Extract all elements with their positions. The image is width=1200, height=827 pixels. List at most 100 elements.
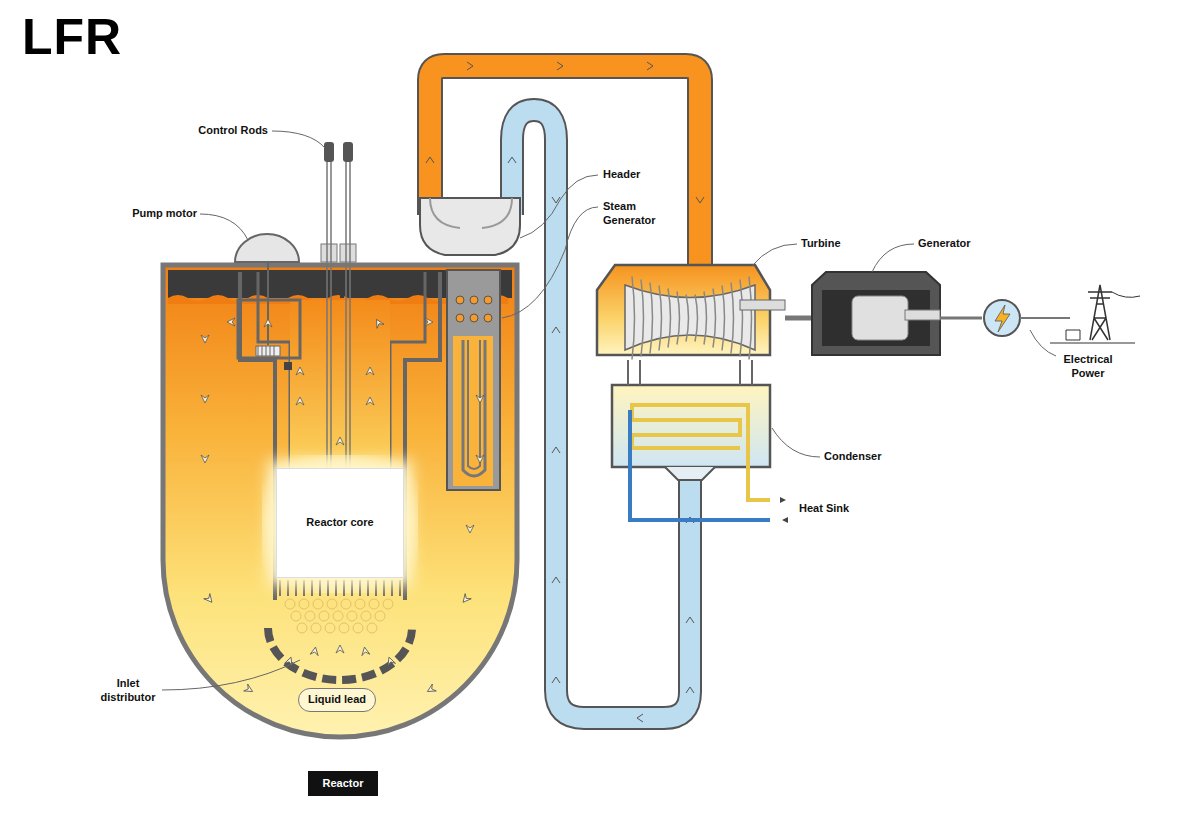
part-label: Pump motor [132,207,197,221]
flow-arrow [425,318,433,326]
reactor-label-box: Reactor [308,771,378,796]
flow-hole [375,611,385,621]
flow-hole [313,599,323,609]
pipe-flow-arrow [557,62,563,70]
flow-arrow [460,594,471,605]
turbine-blade [677,292,680,345]
part-label: Header [603,168,640,182]
flow-arrow [296,367,304,375]
flow-arrow [366,397,374,405]
pipe-flow-arrow [467,62,473,70]
flow-hole [305,611,315,621]
flow-hole [299,599,309,609]
turbine-blade [731,283,734,354]
liquid-lead-pill: Liquid lead [298,688,376,712]
flow-hole [355,599,365,609]
flow-arrow [201,335,209,343]
turbine-blade [668,289,671,348]
pipe-flow-arrow [552,327,560,333]
diagram-title: LFR [22,12,122,62]
flow-arrow [201,455,209,463]
flow-hole [383,599,393,609]
turbine-blade [749,277,752,360]
flow-hole [297,623,307,633]
core-fin [359,580,361,596]
pipe-flow-arrow [637,714,643,722]
flow-arrow [204,594,215,605]
turbine-blade [740,280,743,357]
turbine-blade [650,283,653,354]
flow-arrow [264,319,272,327]
flow-hole [369,599,379,609]
flow-hole [347,611,357,621]
pipe-flow-arrow [686,687,694,693]
part-label: Generator [918,237,971,251]
flow-arrow [366,367,374,375]
turbine-blade [659,286,662,351]
core-fin [367,580,369,596]
flow-hole [319,611,329,621]
core-fin [343,580,345,596]
turbine-blade [686,295,689,342]
turbine-blade [695,295,698,342]
part-label: Control Rods [198,124,268,138]
turbine-blade [632,277,635,360]
part-label: Condenser [824,450,881,464]
part-label: Inlet distributor [93,677,163,705]
flow-hole [367,623,377,633]
flow-arrow [361,646,370,655]
flow-arrow [336,437,344,445]
flow-arrow [476,455,484,463]
flow-arrow [244,684,255,695]
core-fin [335,580,337,596]
pipe-flow-arrow [696,197,704,203]
core-fin [279,580,281,596]
core-fin [287,580,289,596]
core-fin [399,580,401,596]
node-text: Reactor [323,777,364,791]
pipe-flow-arrow [552,447,560,453]
flow-arrow [385,656,395,666]
flow-hole [311,623,321,633]
flow-hole [333,611,343,621]
part-label: Turbine [801,237,841,251]
flow-hole [291,611,301,621]
flow-arrow [466,525,474,533]
pipe-flow-arrow [552,577,560,583]
flow-arrow [373,317,384,328]
part-label: Steam Generator [603,200,673,228]
flow-hole [339,623,349,633]
flow-hole [325,623,335,633]
flow-arrow [336,645,344,653]
flow-arrow [296,397,304,405]
turbine-blade [641,280,644,357]
node-text: Liquid lead [308,693,366,707]
core-fin [383,580,385,596]
core-fin [351,580,353,596]
turbine-blade [704,292,707,345]
turbine-blade [713,289,716,348]
pipe-flow-arrow [647,62,653,70]
flow-hole [327,599,337,609]
flow-hole [285,599,295,609]
flow-arrow [476,395,484,403]
pipe-flow-arrow [508,157,516,163]
core-fin [327,580,329,596]
flow-arrow [201,395,209,403]
flow-arrow [310,646,319,655]
flow-hole [341,599,351,609]
core-fin [375,580,377,596]
flow-arrow [227,318,235,326]
reactor-core: Reactor core [276,468,404,578]
flow-arrow [425,684,436,695]
core-fin [311,580,313,596]
flow-hole [361,611,371,621]
core-fin [391,580,393,596]
core-fin [295,580,297,596]
part-label: Electrical Power [1057,353,1119,381]
node-text: Reactor core [306,516,373,530]
pipe-flow-arrow [426,157,434,163]
pipe-flow-arrow [552,677,560,683]
part-label: Heat Sink [799,502,849,516]
